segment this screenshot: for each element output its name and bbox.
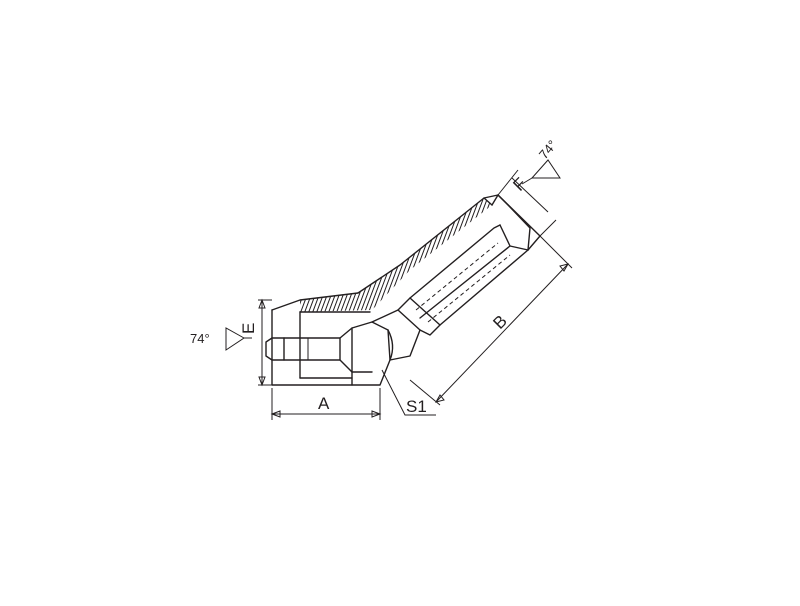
angle-symbol-right: F 74°	[497, 137, 561, 237]
dim-a-label: A	[318, 394, 330, 413]
dim-s1-label: S1	[406, 397, 427, 416]
dim-e-label: E	[239, 323, 258, 334]
angle-left-label: 74°	[190, 331, 210, 346]
angle-symbol-left: 74°	[190, 327, 252, 351]
dim-b-label: B	[489, 311, 510, 332]
angle-right-label: 74°	[536, 137, 560, 162]
dimension-a: A	[270, 388, 382, 420]
left-body	[265, 292, 373, 386]
dimension-e: E	[239, 298, 272, 387]
dimension-s1: S1	[381, 369, 436, 416]
upper-body	[300, 194, 541, 326]
